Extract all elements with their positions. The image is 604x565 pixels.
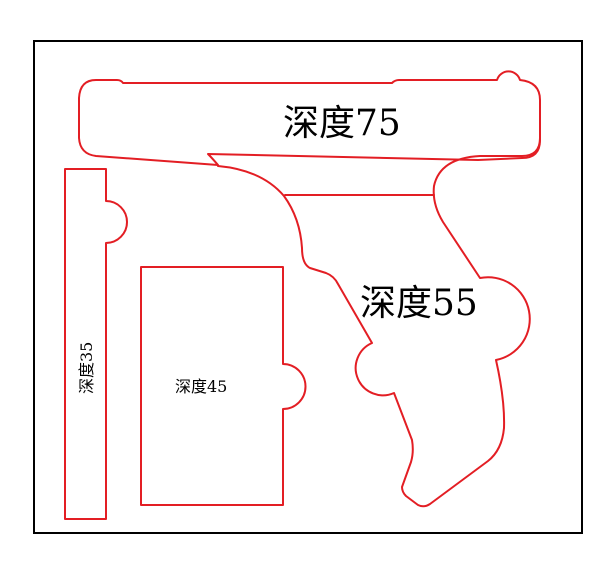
outer-frame bbox=[33, 40, 583, 534]
label-depth-55: 深度55 bbox=[360, 283, 478, 324]
cutout-depth-45 bbox=[140, 266, 307, 506]
cutout-depth-35 bbox=[64, 168, 128, 520]
label-depth-75: 深度75 bbox=[283, 103, 401, 144]
label-depth-35: 深度35 bbox=[77, 342, 96, 394]
label-depth-45: 深度45 bbox=[175, 377, 227, 396]
cutout-depth-55 bbox=[217, 137, 541, 508]
cutout-depth-75 bbox=[78, 70, 541, 166]
